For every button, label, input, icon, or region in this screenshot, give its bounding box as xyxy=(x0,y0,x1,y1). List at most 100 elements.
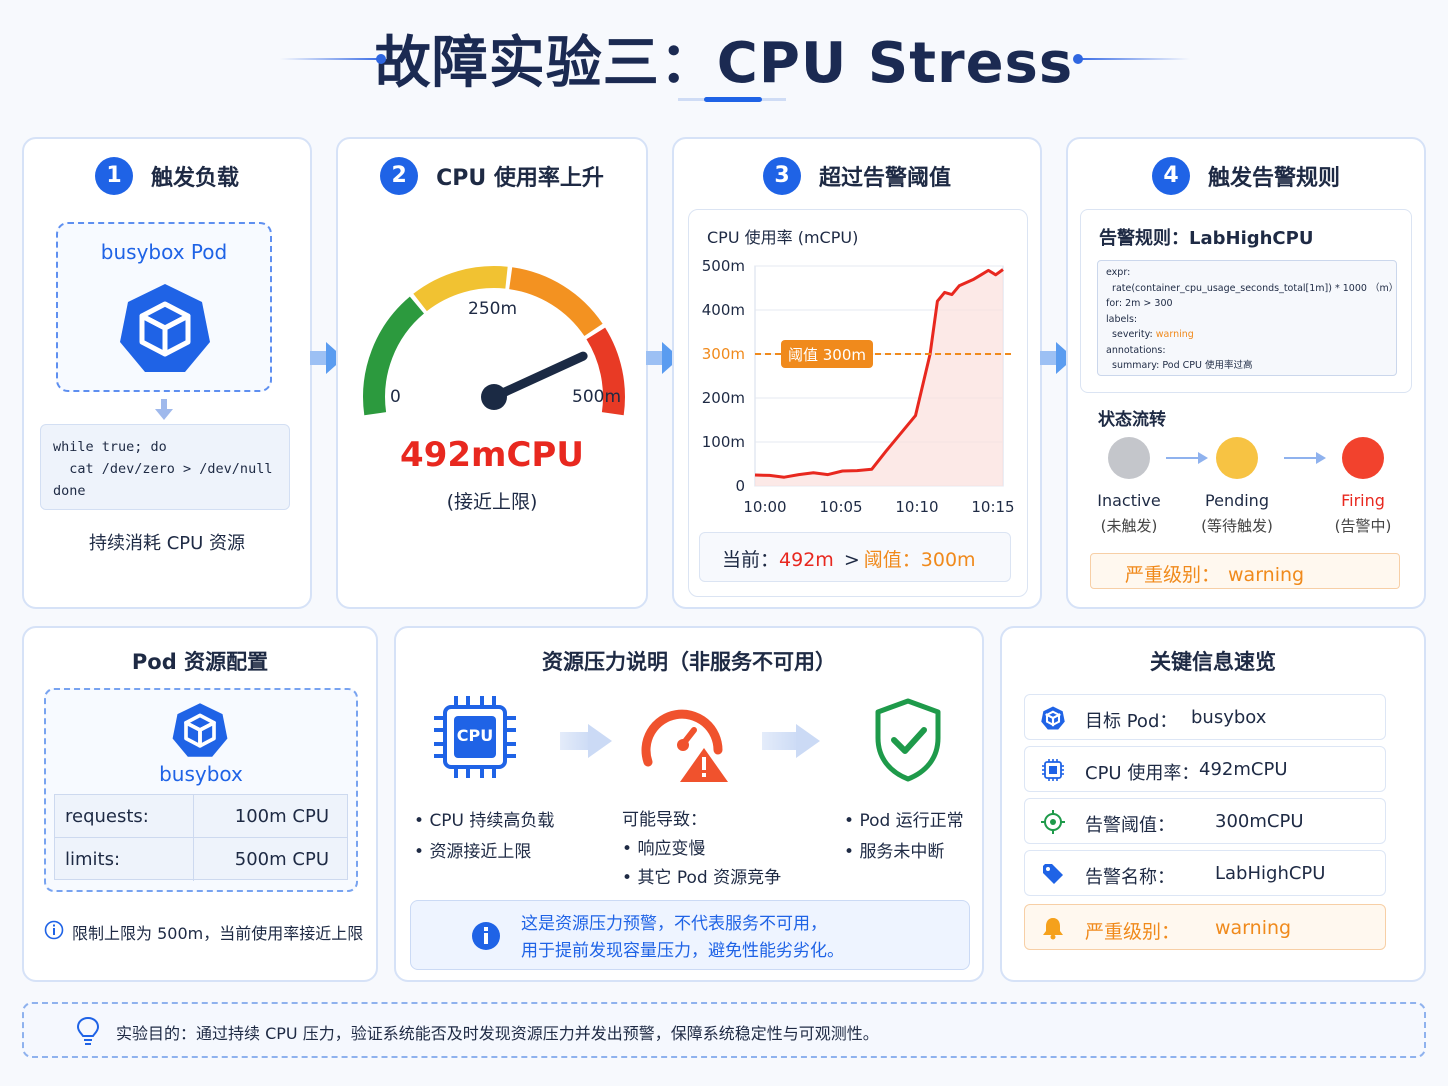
key-info-key: CPU 使用率： xyxy=(1085,763,1200,784)
key-info-key: 目标 Pod： xyxy=(1085,711,1178,732)
shield-check-icon xyxy=(875,698,941,782)
key-info-key: 严重级别： xyxy=(1085,921,1181,943)
pressure-col1: • CPU 持续高负载 • 资源接近上限 xyxy=(414,806,554,868)
key-info-value: 300mCPU xyxy=(1215,811,1304,832)
list-item-text: 服务未中断 xyxy=(859,842,945,862)
y-tick-label: 400m xyxy=(702,301,745,319)
y-tick-label: 500m xyxy=(702,257,745,275)
x-tick-label: 10:00 xyxy=(743,498,786,516)
key-info-key: 告警阈值： xyxy=(1085,815,1175,836)
title-dot-left xyxy=(376,54,386,64)
pressure-note-line: 用于提前发现容量压力，避免性能劣劣化。 xyxy=(521,941,844,961)
flow-arrow-icon xyxy=(310,342,344,374)
limits-key: limits: xyxy=(65,849,121,870)
step1-number: 1 xyxy=(94,157,133,195)
key-info-value: LabHighCPU xyxy=(1215,863,1326,884)
pod-label: busybox Pod xyxy=(100,240,228,264)
gauge-mid-label: 250m xyxy=(468,299,518,319)
state-inactive-dot xyxy=(1108,437,1150,479)
y-tick-label: 300m xyxy=(702,345,745,363)
flow-arrow-icon xyxy=(1040,342,1074,374)
state-inactive-desc: (未触发) xyxy=(1100,517,1158,535)
table-row: limits: 500m CPU xyxy=(55,838,347,881)
threshold-label: 阈值 300m xyxy=(788,346,866,364)
step2-number: 2 xyxy=(380,157,419,195)
gauge-warning-icon xyxy=(641,709,728,782)
gauge-band xyxy=(508,267,603,337)
key-info-value: busybox xyxy=(1191,707,1267,728)
bell-icon xyxy=(1043,918,1063,940)
state-firing-name: Firing xyxy=(1341,491,1385,510)
rule-line: for: 2m > 300 xyxy=(1106,298,1173,309)
rule-line: expr: xyxy=(1106,267,1131,278)
gauge-max-label: 500m xyxy=(572,387,622,407)
alert-rule-title: 告警规则：LabHighCPU xyxy=(1099,228,1314,249)
step3-label: 超过告警阈值 xyxy=(818,166,951,191)
code-block: while true; do cat /dev/zero > /dev/null… xyxy=(40,424,290,510)
list-item-text: Pod 运行正常 xyxy=(859,811,964,831)
state-arrow-icon xyxy=(1166,452,1208,464)
gauge-hub xyxy=(481,384,507,410)
list-item: • 响应变慢 xyxy=(622,839,706,859)
key-info-row: 告警阈值： 300mCPU xyxy=(1024,798,1386,844)
gauge-band xyxy=(363,296,425,416)
rule-line: annotations: xyxy=(1106,344,1166,356)
requests-key: requests: xyxy=(65,806,149,827)
title-dot-right xyxy=(1073,54,1083,64)
title-decor-left xyxy=(280,58,380,60)
step2-label: CPU 使用率上升 xyxy=(436,166,604,191)
target-icon xyxy=(1041,810,1065,834)
state-pending-desc: (等待触发) xyxy=(1201,517,1273,535)
kubernetes-pod-icon xyxy=(172,703,228,757)
current-value: 492m xyxy=(779,549,834,571)
y-tick-label: 0 xyxy=(735,477,745,495)
title-decor-right xyxy=(1080,58,1190,60)
limits-value: 500m CPU xyxy=(234,849,329,870)
alert-rule-panel: 告警规则：LabHighCPU expr: rate(container_cpu… xyxy=(1080,209,1412,393)
state-firing-desc: (告警中) xyxy=(1334,517,1392,535)
arrow-head-icon xyxy=(796,724,820,758)
pressure-note-line: 这是资源压力预警，不代表服务不可用， xyxy=(521,914,827,934)
threshold-badge xyxy=(781,340,873,368)
list-item: • CPU 持续高负载 xyxy=(414,811,555,831)
step3-number: 3 xyxy=(762,157,801,195)
y-tick-label: 100m xyxy=(702,433,745,451)
footer-text: 实验目的：通过持续 CPU 压力，验证系统能否及时发现资源压力并发出预警，保障系… xyxy=(116,1024,879,1043)
chart-title: CPU 使用率 (mCPU) xyxy=(707,228,859,247)
step2-header: 2 CPU 使用率上升 xyxy=(338,157,646,195)
resource-table: requests: 100m CPU limits: 500m CPU xyxy=(54,794,348,881)
pod-config-title: Pod 资源配置 xyxy=(131,650,269,674)
current-vs-threshold: 当前：492m >阈值：300m xyxy=(699,532,1011,582)
state-inactive-name: Inactive xyxy=(1097,491,1161,510)
gt-symbol: > xyxy=(843,549,860,571)
footer-banner: 实验目的：通过持续 CPU 压力，验证系统能否及时发现资源压力并发出预警，保障系… xyxy=(22,1002,1426,1058)
state-arrow-icon xyxy=(1284,452,1326,464)
pressure-col3: • Pod 运行正常 • 服务未中断 xyxy=(844,806,964,868)
key-info-card: 关键信息速览 目标 Pod： busybox CPU 使用率： 492mCPU … xyxy=(1000,626,1426,982)
step4-number: 4 xyxy=(1151,157,1190,195)
cpu-value-sub: (接近上限) xyxy=(446,491,538,513)
rule-line: rate(container_cpu_usage_seconds_total[1… xyxy=(1106,282,1397,294)
key-info-row: 严重级别： warning xyxy=(1024,904,1386,950)
list-item: • 服务未中断 xyxy=(844,842,945,862)
cpu-icon xyxy=(1042,759,1064,781)
gauge-needle xyxy=(489,351,588,402)
gauge-band xyxy=(413,266,508,312)
pressure-title: 资源压力说明（非服务不可用） xyxy=(542,650,836,674)
code-line: cat /dev/zero > /dev/null xyxy=(53,461,273,477)
x-tick-label: 10:15 xyxy=(971,498,1014,516)
table-divider xyxy=(193,795,194,881)
severity-label: 严重级别： xyxy=(1125,564,1221,586)
list-item-text: 其它 Pod 资源竞争 xyxy=(637,868,782,888)
lightbulb-icon xyxy=(76,1016,100,1045)
severity-banner: 严重级别：warning xyxy=(1090,553,1400,589)
rule-line: summary: Pod CPU 使用率过高 xyxy=(1106,360,1253,371)
rule-yaml: expr: rate(container_cpu_usage_seconds_t… xyxy=(1097,260,1397,376)
cpu-value: 492mCPU xyxy=(400,435,584,475)
